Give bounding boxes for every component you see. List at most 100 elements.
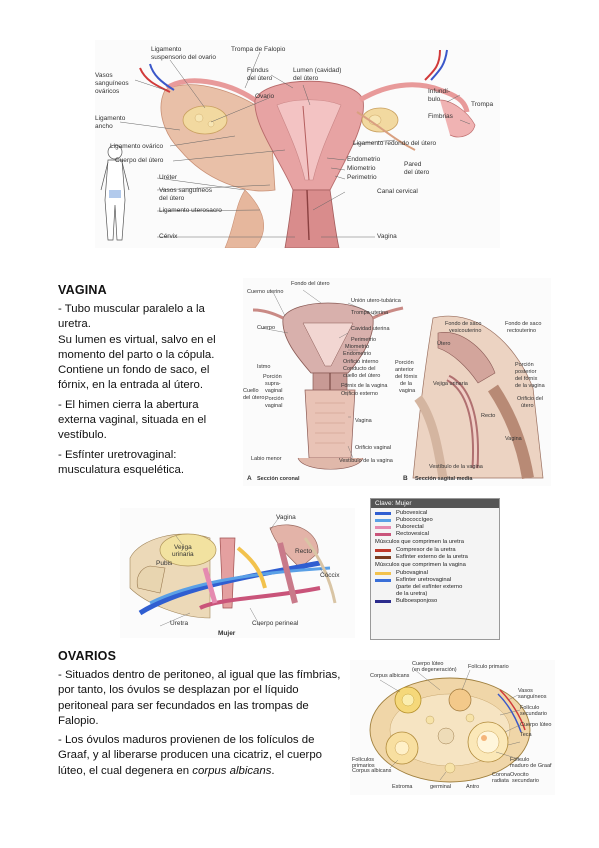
label: Útero (437, 341, 451, 347)
label: anterior (395, 367, 414, 373)
label: primarios (352, 763, 375, 769)
label: Ligamento redondo del útero (353, 140, 437, 147)
label: útero (521, 403, 534, 409)
label: Labio menor (251, 456, 282, 462)
label: Antro (466, 784, 480, 790)
legend-item: Compresor de la uretra (371, 547, 499, 554)
label: Cuerpo lúteo (412, 661, 444, 667)
legend-title: Clave: Mujer (371, 499, 499, 508)
label: Sección coronal (257, 476, 300, 482)
label: Cuerpo del útero (115, 157, 164, 164)
label: Ligamento (95, 115, 126, 122)
label: Porción (395, 360, 414, 366)
label: Folículo (510, 757, 530, 763)
legend-item: Esfínter uretrovaginal (371, 577, 499, 584)
label: Orificio vaginal (355, 445, 392, 451)
label: Ligamento ovárico (110, 143, 164, 150)
label: bulo (428, 96, 441, 103)
label: Uréter (159, 174, 178, 181)
label: Pubis (156, 560, 173, 567)
ovary-figure: Cuerpo lúteo (en degeneración) Folículo … (350, 660, 555, 795)
text-run: . (271, 764, 275, 777)
label: Recto (295, 548, 312, 555)
legend-swatch (375, 519, 391, 522)
label: Conducto del (343, 366, 376, 372)
label: germinal (430, 784, 452, 790)
label: radiata (492, 778, 509, 784)
label: secundario (520, 711, 547, 717)
label: Perimetrio (347, 174, 377, 181)
label: Corpus albicans (352, 768, 392, 774)
legend-label: Pubococcígeo (396, 517, 433, 523)
label: Canal cervical (377, 188, 418, 195)
label: Unión utero-tubárica (351, 298, 401, 304)
legend-label: Compresor de la uretra (396, 547, 456, 553)
legend-group-title: Músculos que comprimen la vagina (375, 562, 466, 568)
label: Miometrio (347, 165, 376, 172)
label: Vagina (355, 418, 372, 424)
vagina-text: - Tubo muscular paralelo a la uretra. Su… (58, 302, 233, 482)
uterus-anatomy-figure: Ligamento suspensorio del ovario Trompa … (95, 40, 500, 248)
label: Orificio externo (341, 391, 378, 397)
legend-item: Bulboesponjoso (371, 598, 499, 605)
label: posterior (515, 369, 537, 375)
label: Mujer (218, 630, 236, 637)
label: del útero (404, 169, 430, 176)
label: Vagina (377, 233, 397, 240)
legend-swatch (375, 600, 391, 603)
label: Fórnix de la vagina (341, 383, 388, 389)
paragraph: - Esfínter uretrovaginal: musculatura es… (58, 448, 184, 476)
label: Orificio del (517, 396, 543, 402)
label: secundario (512, 778, 539, 784)
label: Pared (404, 161, 422, 168)
label: Fundus (247, 67, 269, 74)
label: Endometrio (343, 351, 372, 357)
label: Folículo (520, 705, 540, 711)
label: vaginal (265, 388, 283, 394)
label: Folículos (352, 757, 375, 763)
legend-label: Pubovesical (396, 510, 428, 516)
label: del fórnix (395, 374, 418, 380)
label: Corona (492, 772, 511, 778)
pelvic-floor-figure: Vagina Vejiga urinaria Recto Pubis Cócci… (120, 508, 355, 638)
paragraph: - El himen cierra la abertura externa va… (58, 398, 207, 442)
legend-label: Puborectal (396, 524, 424, 530)
legend-label: Bulboesponjoso (396, 598, 438, 604)
label: Orificio interno (343, 359, 379, 365)
legend-label: Pubovaginal (396, 570, 428, 576)
legend-label: Esfínter externo de la uretra (396, 554, 468, 560)
label: B (403, 475, 408, 482)
legend-swatch (375, 572, 391, 575)
label: Cavidad uterina (351, 326, 390, 332)
label: A (247, 475, 252, 482)
text-run: - Los óvulos maduros provienen de los fo… (58, 734, 323, 777)
label: Cérvix (159, 233, 178, 240)
label: Fondo de saco (445, 321, 482, 327)
section-heading-vagina: VAGINA (58, 283, 107, 297)
label: Endometrio (347, 156, 381, 163)
label: Cuerpo perineal (252, 620, 299, 627)
label: Trompa (471, 101, 494, 108)
label: Vagina (505, 436, 522, 442)
paragraph: - Los óvulos maduros provienen de los fo… (58, 733, 346, 779)
uterus-illustration (100, 49, 476, 248)
label: Lumen (cavidad) (293, 67, 342, 74)
label: de la vagina (515, 383, 545, 389)
label: Perimetrio (351, 337, 377, 343)
vagina-sections-figure: Fondo del útero Cuerno uterino Unión ute… (243, 278, 551, 486)
label: sanguíneos (518, 694, 547, 700)
label: Fondo de saco (505, 321, 542, 327)
label: sanguíneos (95, 80, 129, 87)
legend-swatch (375, 556, 391, 559)
label: Vestíbulo de la vagina (429, 464, 483, 470)
label: Miometrio (345, 344, 370, 350)
label: Istmo (257, 364, 271, 370)
legend-swatch (375, 526, 391, 529)
label: Cuerpo lúteo (520, 722, 552, 728)
legend-swatch (375, 512, 391, 515)
label: Estroma (392, 784, 413, 790)
ovary-illustration (369, 669, 531, 783)
